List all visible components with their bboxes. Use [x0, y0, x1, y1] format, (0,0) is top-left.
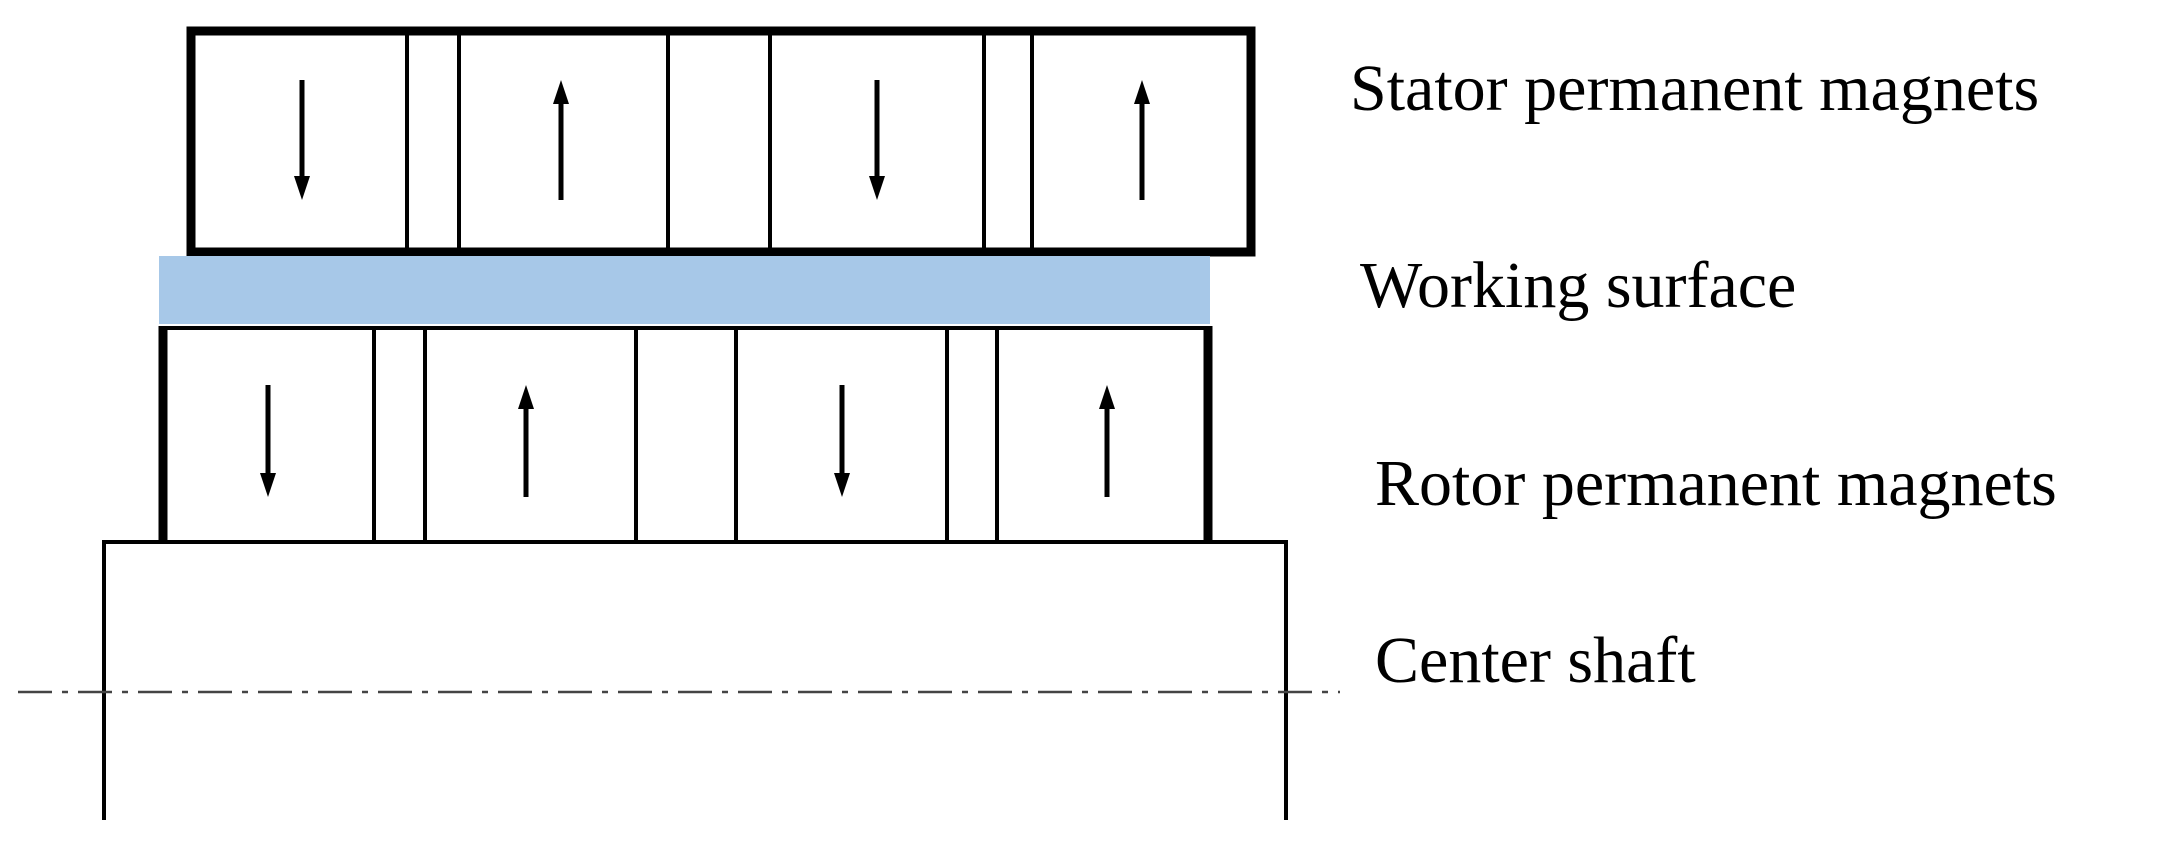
arrow-down-icon: [260, 385, 276, 497]
stator-outline: [186, 26, 1256, 257]
stator-magnet-assembly: [186, 26, 1256, 257]
shaft-label: Center shaft: [1375, 624, 1696, 697]
rotor-label: Rotor permanent magnets: [1375, 447, 2057, 520]
working-surface-band: [159, 256, 1210, 324]
arrow-up-icon: [518, 385, 534, 497]
working-surface-label: Working surface: [1360, 249, 1796, 322]
stator-label: Stator permanent magnets: [1350, 52, 2039, 125]
arrow-up-icon: [1099, 385, 1115, 497]
arrow-up-icon: [553, 80, 569, 200]
rotor-magnet-assembly: [158, 326, 1213, 541]
arrow-down-icon: [869, 80, 885, 200]
arrow-down-icon: [294, 80, 310, 200]
arrow-down-icon: [834, 385, 850, 497]
center-shaft: [18, 540, 1340, 820]
arrow-up-icon: [1134, 80, 1150, 200]
